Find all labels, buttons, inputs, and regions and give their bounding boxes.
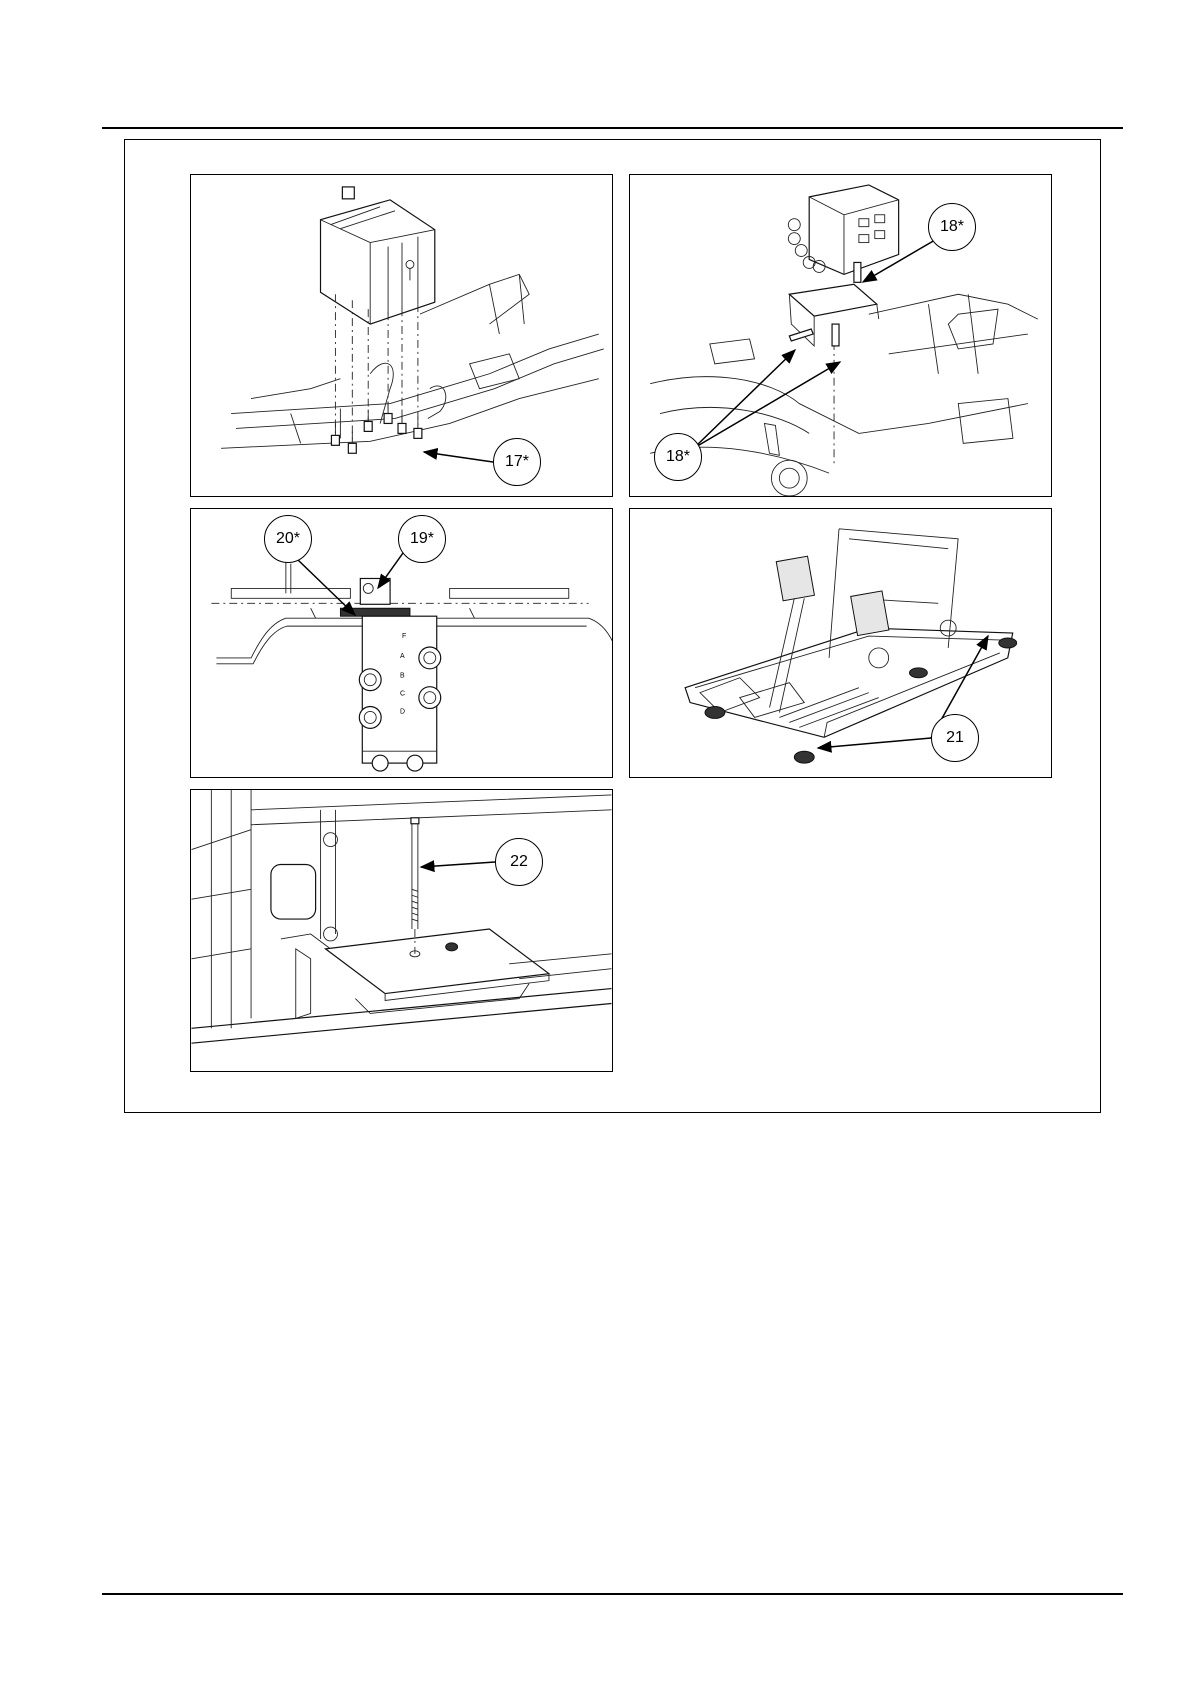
valve-port-letter: C — [400, 691, 405, 698]
valve-port-letter: D — [400, 708, 405, 715]
callout-17: 17* — [493, 438, 541, 486]
callout-19: 19* — [398, 515, 446, 563]
valve-port-letter: A — [400, 653, 405, 660]
callout-21: 21 — [931, 714, 979, 762]
panel-seat-plate — [190, 789, 613, 1072]
panel-hydraulic-tank — [190, 174, 613, 497]
callout-22: 22 — [495, 838, 543, 886]
panel-floor-plate — [629, 508, 1052, 778]
footer-rule — [102, 1593, 1123, 1595]
floor-plate-illustration — [630, 509, 1051, 777]
bolt-group — [331, 402, 421, 454]
seat-plate-illustration — [191, 790, 612, 1071]
callout-18-bottom: 18* — [654, 433, 702, 481]
hydraulic-tank-illustration — [191, 175, 612, 496]
callout-20: 20* — [264, 515, 312, 563]
header-rule — [102, 127, 1123, 129]
valve-port-letter: B — [400, 673, 405, 680]
valve-port-letter: F — [402, 633, 406, 640]
callout-18-top: 18* — [928, 203, 976, 251]
